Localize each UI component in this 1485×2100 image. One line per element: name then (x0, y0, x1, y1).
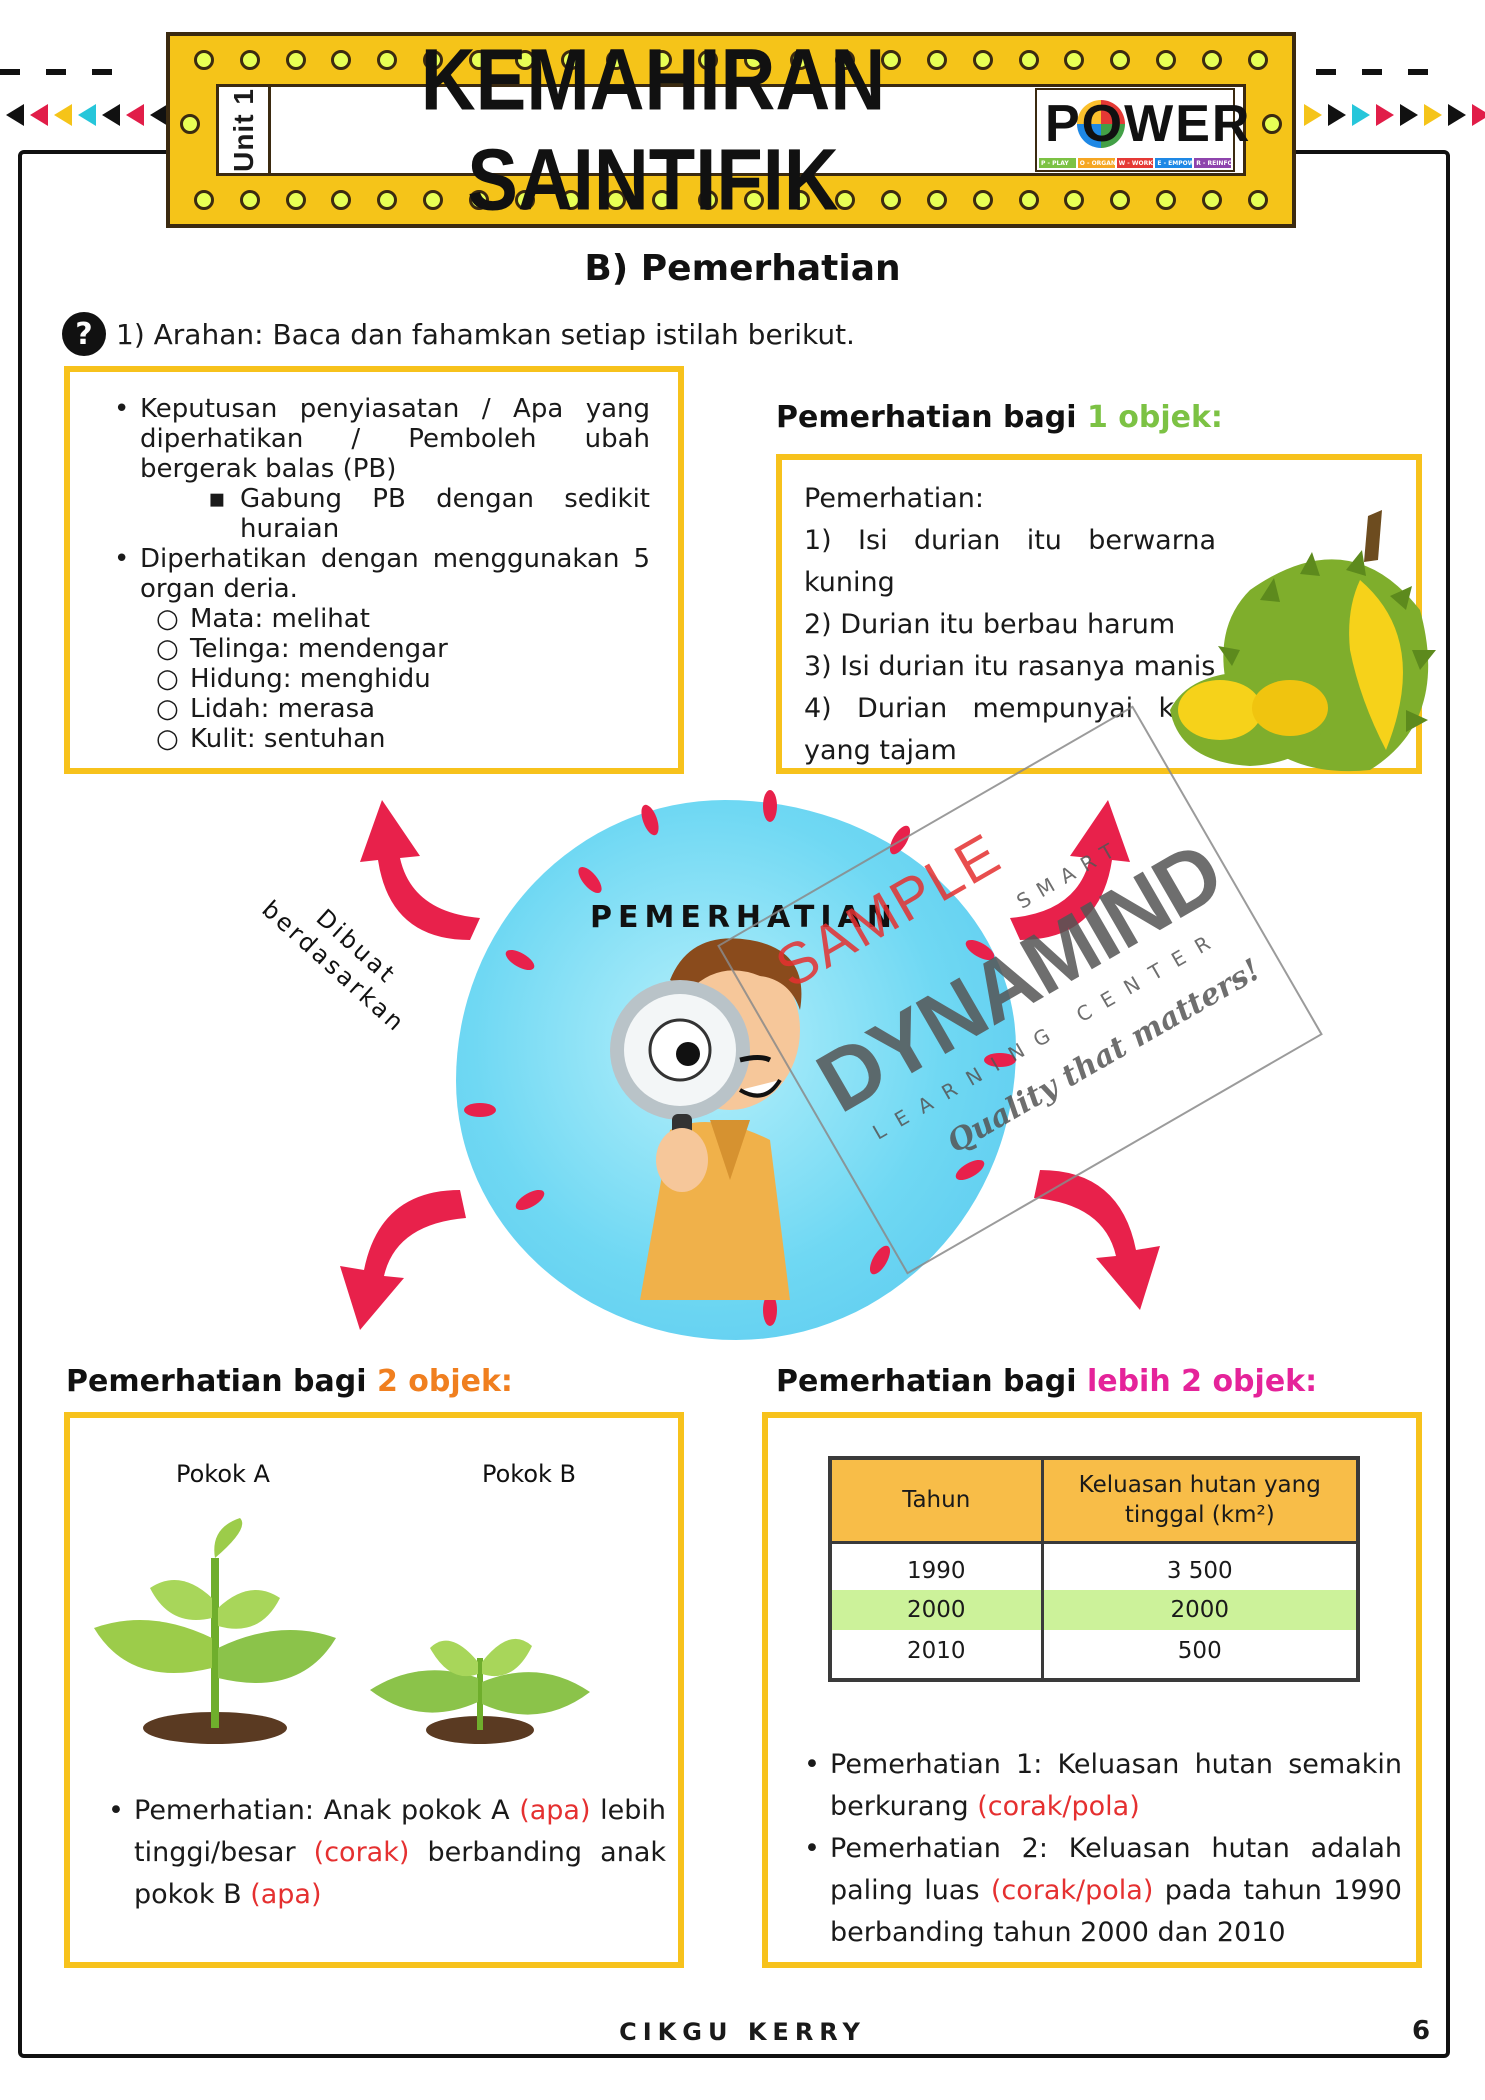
plant-a-label: Pokok A (176, 1460, 270, 1488)
instruction-text: 1) Arahan: Baca dan fahamkan setiap isti… (116, 317, 855, 351)
many-objects-highlight: lebih 2 objek: (1086, 1364, 1318, 1399)
power-strip-e: E - EMPOWER (1155, 158, 1193, 168)
observation-line: 1) Isi durian itu berwarna kuning (804, 525, 1216, 598)
right-arrow-triangles (1304, 104, 1485, 130)
arrow-top-right-icon (1010, 800, 1130, 940)
instruction: ? 1) Arahan: Baca dan fahamkan setiap is… (62, 312, 855, 356)
power-strip-w: W - WORK (1116, 158, 1154, 168)
obs-tag-pattern: (corak) (313, 1837, 410, 1868)
obs2-text-1: Pemerhatian 2: Keluasan hutan adalah pal… (830, 1833, 1402, 1906)
obs2-text-2: pada tahun 1990 berbanding tahun 2000 da… (830, 1875, 1402, 1948)
observation-line: 2) Durian itu berbau harum (804, 609, 1176, 640)
obs-text-1: Pemerhatian: Anak pokok A (134, 1795, 520, 1826)
table-row: 2010 500 (828, 1630, 1360, 1680)
two-objects-observation: Pemerhatian: Anak pokok A (apa) lebih ti… (106, 1790, 666, 1916)
table-cell-year: 2000 (828, 1590, 1044, 1630)
question-icon: ? (62, 312, 106, 356)
one-object-heading-text: Pemerhatian bagi (776, 400, 1077, 435)
table-header-area: Keluasan hutan yang tinggal (km²) (1040, 1456, 1360, 1544)
many-objects-observations: Pemerhatian 1: Keluasan hutan semakin be… (802, 1744, 1402, 1954)
observation-line: Pemerhatian: (804, 483, 984, 514)
table-header-year: Tahun (828, 1456, 1044, 1544)
power-logo-word: POWER (1045, 95, 1252, 153)
unit-label-text: Unit 1 (227, 88, 259, 172)
power-strip-r: R - REINFORCEMENT (1194, 158, 1231, 168)
obs2-tag: (corak/pola) (990, 1875, 1154, 1906)
sense-item: Lidah: merasa (110, 694, 650, 724)
forest-area-table: Tahun Keluasan hutan yang tinggal (km²) 1… (828, 1456, 1360, 1682)
banner-lights-bottom (170, 190, 1292, 210)
many-objects-heading-text: Pemerhatian bagi (776, 1364, 1077, 1399)
table-cell-year: 1990 (828, 1542, 1044, 1590)
two-objects-box: Pokok A Pokok B Pemerhatian: Anak pokok … (64, 1412, 684, 1968)
two-objects-heading: Pemerhatian bagi 2 objek: (66, 1364, 513, 1399)
table-cell-area: 2000 (1040, 1590, 1360, 1630)
power-logo-strip: P - PLAY O - ORGANIZE W - WORK E - EMPOW… (1037, 156, 1233, 170)
center-title: PEMERHATIAN (590, 900, 898, 935)
arrow-top-left-icon (360, 800, 480, 940)
table-cell-area: 3 500 (1040, 1542, 1360, 1590)
top-right-dashes (1316, 60, 1454, 75)
arrow-bottom-right-icon (1034, 1170, 1160, 1310)
two-objects-highlight: 2 objek: (376, 1364, 513, 1399)
observation-line: 4) Durian mempunyai kulit yang tajam (804, 693, 1216, 766)
banner-inner-panel: Unit 1 KEMAHIRAN SAINTIFIK POWER P - PLA… (216, 31, 1249, 229)
many-objects-observation-1: Pemerhatian 1: Keluasan hutan semakin be… (802, 1744, 1402, 1828)
table-header-area-line2: tinggal (km²) (1124, 1502, 1275, 1529)
sense-item: Hidung: menghidu (110, 664, 650, 694)
term-item-variable: Keputusan penyiasatan / Apa yang diperha… (110, 394, 650, 484)
plant-b-label: Pokok B (482, 1460, 577, 1488)
table-row: 2000 2000 (828, 1590, 1360, 1630)
term-subitem: Gabung PB dengan sedikit huraian (110, 484, 650, 544)
sense-item: Telinga: mendengar (110, 634, 650, 664)
left-arrow-triangles (6, 104, 192, 130)
obs1-tag: (corak/pola) (977, 1791, 1140, 1822)
many-objects-observation-2: Pemerhatian 2: Keluasan hutan adalah pal… (802, 1828, 1402, 1954)
page-number: 6 (1412, 2016, 1431, 2046)
terms-box: Keputusan penyiasatan / Apa yang diperha… (64, 366, 684, 774)
two-objects-heading-text: Pemerhatian bagi (66, 1364, 367, 1399)
power-logo-circle-icon (1077, 100, 1125, 148)
section-title: B) Pemerhatian (584, 248, 901, 289)
sense-item: Kulit: sentuhan (110, 724, 650, 754)
one-object-highlight: 1 objek: (1086, 400, 1223, 435)
durian-illustration (1170, 510, 1436, 772)
table-header-area-line1: Keluasan hutan yang (1078, 1472, 1321, 1499)
plant-a-illustration (94, 1518, 336, 1744)
power-logo: POWER P - PLAY O - ORGANIZE W - WORK E -… (1035, 88, 1249, 172)
title-banner: Unit 1 KEMAHIRAN SAINTIFIK POWER P - PLA… (166, 31, 1296, 229)
unit-label: Unit 1 (219, 87, 271, 173)
sense-item: Mata: melihat (110, 604, 650, 634)
one-object-heading: Pemerhatian bagi 1 objek: (776, 400, 1223, 435)
table-cell-area: 500 (1040, 1630, 1360, 1680)
observation-line: 3) Isi durian itu rasanya manis (804, 651, 1216, 682)
banner-title: KEMAHIRAN SAINTIFIK (420, 31, 886, 229)
arrow-bottom-left-icon (340, 1190, 466, 1330)
obs-text-2: lebih tinggi/besar (134, 1795, 666, 1868)
table-cell-year: 2010 (828, 1630, 1044, 1680)
power-strip-o: O - ORGANIZE (1077, 158, 1115, 168)
table-row: 1990 3 500 (828, 1542, 1360, 1590)
obs-tag-what-2: (apa) (250, 1879, 322, 1910)
obs1-text: Pemerhatian 1: Keluasan hutan semakin be… (830, 1749, 1402, 1822)
two-objects-observation-item: Pemerhatian: Anak pokok A (apa) lebih ti… (106, 1790, 666, 1916)
banner-lights-top (170, 50, 1292, 70)
term-item-senses: Diperhatikan dengan menggunakan 5 organ … (110, 544, 650, 604)
detective-boy-illustration (610, 938, 802, 1300)
obs-tag-what-1: (apa) (519, 1795, 591, 1826)
footer-author: CIKGU KERRY (619, 2018, 866, 2046)
obs-text-3: berbanding anak pokok B (134, 1837, 667, 1910)
many-objects-box: Tahun Keluasan hutan yang tinggal (km²) 1… (762, 1412, 1422, 1968)
many-objects-heading: Pemerhatian bagi lebih 2 objek: (776, 1364, 1317, 1399)
top-left-dashes (0, 60, 138, 75)
plant-b-illustration (370, 1638, 590, 1744)
power-strip-p: P - PLAY (1039, 158, 1076, 168)
